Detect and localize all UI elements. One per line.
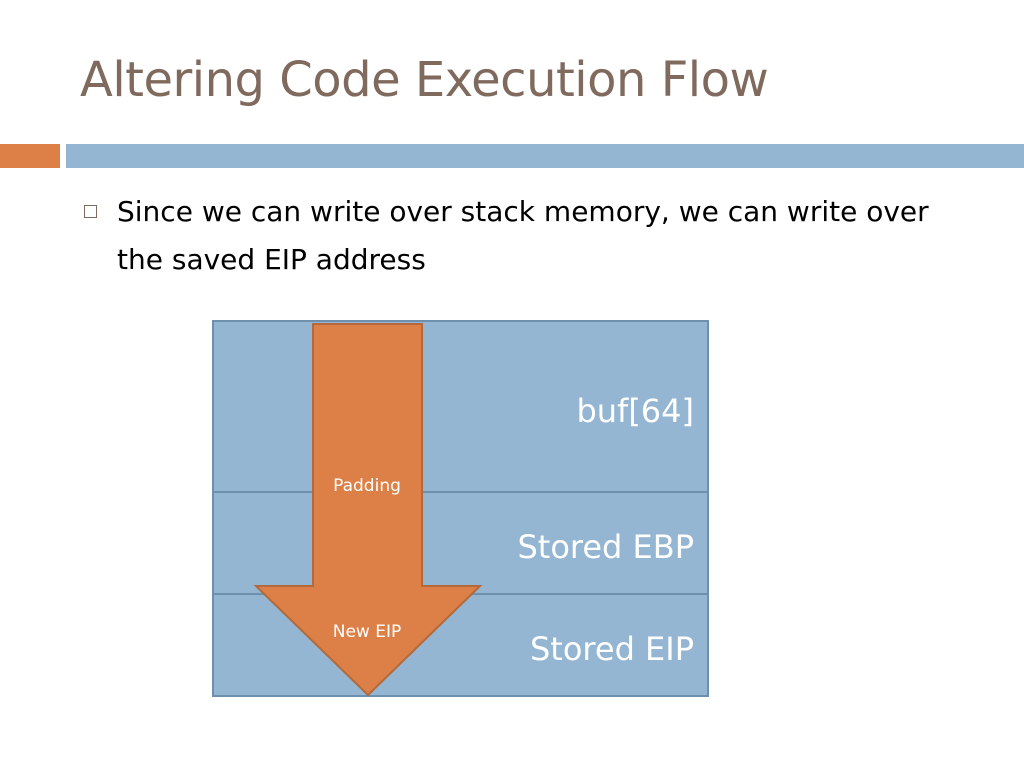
stack-cell-ebp xyxy=(212,491,709,595)
slide-title: Altering Code Execution Flow xyxy=(80,52,769,108)
stack-cell-buf xyxy=(212,320,709,493)
square-bullet-icon xyxy=(84,205,97,218)
stored-ebp-label: Stored EBP xyxy=(517,528,694,566)
title-divider-bar xyxy=(66,144,1024,168)
title-accent-bar xyxy=(0,144,60,168)
bullet-text: Since we can write over stack memory, we… xyxy=(117,195,929,276)
buf-label: buf[64] xyxy=(576,392,694,430)
arrow-labels: Padding New EIP xyxy=(333,476,402,642)
stack-cell-labels: buf[64] Stored EBP Stored EIP xyxy=(517,392,694,668)
new-eip-label: New EIP xyxy=(333,622,402,642)
bullet-item: Since we can write over stack memory, we… xyxy=(84,188,984,284)
padding-label: Padding xyxy=(333,476,401,496)
stored-eip-label: Stored EIP xyxy=(530,630,694,668)
stack-cells xyxy=(212,320,709,697)
overflow-arrow xyxy=(253,323,483,697)
